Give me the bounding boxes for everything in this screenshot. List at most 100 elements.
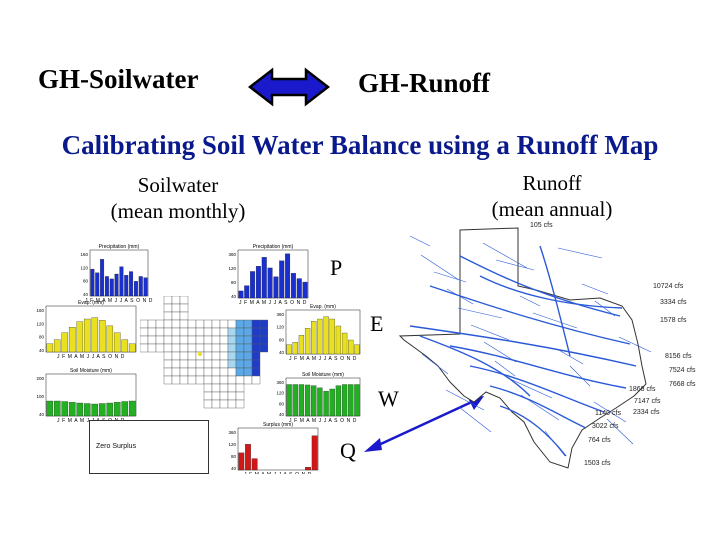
right-soil-chart-bar xyxy=(354,384,360,417)
right-evap-chart-bar xyxy=(292,342,298,355)
runoff-station-label: 764 cfs xyxy=(588,437,611,444)
soilwater-label-line1: Soilwater xyxy=(137,173,219,197)
river-tributary xyxy=(581,283,609,295)
right-precip-chart-bar xyxy=(302,281,308,299)
river xyxy=(499,405,567,457)
river xyxy=(409,325,637,367)
grid-cell xyxy=(235,399,245,409)
left-evap-chart-months: J F M A M J J A S O N D xyxy=(57,354,125,360)
double-arrow-icon xyxy=(248,67,330,107)
right-precip-chart-months: J F M A M J J A S O N D xyxy=(239,300,307,306)
right-surplus-chart-title: Surplus (mm) xyxy=(263,422,293,428)
right-evap-chart-months: J F M A M J J A S O N D xyxy=(289,356,357,362)
left-evap-chart-title: Evap. (mm) xyxy=(78,300,104,306)
gridded-texas-map xyxy=(140,296,268,409)
left-soil-chart-bar xyxy=(76,402,84,417)
river-tributary xyxy=(569,365,591,387)
right-precip-chart-bar xyxy=(267,267,273,299)
left-precip-chart-bar xyxy=(100,259,105,297)
river-tributary xyxy=(470,324,510,341)
right-evap-chart-bar xyxy=(323,316,329,355)
right-precip-chart-bar xyxy=(296,278,302,299)
right-precip-chart-tick: 80 xyxy=(231,280,237,285)
right-evap-chart-bar xyxy=(317,318,323,355)
right-soil-chart-bar xyxy=(317,387,323,417)
right-surplus-chart-bar xyxy=(245,444,251,471)
right-evap-chart-bar xyxy=(335,325,342,355)
left-precip-chart-bar xyxy=(90,268,95,297)
river xyxy=(489,385,587,429)
left-evap-chart-tick: 160 xyxy=(36,308,44,313)
river-tributary xyxy=(556,348,584,365)
river-tributary xyxy=(520,394,560,421)
river-tributary xyxy=(532,312,578,329)
right-surplus-chart-months: J F M A M J J A S O N D xyxy=(244,472,312,474)
left-soil-chart-frame xyxy=(45,373,137,417)
river xyxy=(539,245,571,357)
right-evap-chart-bar xyxy=(341,332,348,355)
left-evap-chart-bar xyxy=(53,339,61,353)
right-evap-chart-tick: 360 xyxy=(276,312,284,317)
river-network xyxy=(409,235,652,457)
runoff-station-label: 1140 cfs xyxy=(595,410,621,417)
river-tributary xyxy=(420,254,460,281)
right-evap-chart-bar xyxy=(329,318,335,355)
right-soil-chart-tick: 40 xyxy=(279,412,285,417)
left-precip-chart-bar xyxy=(114,273,119,297)
left-evap-chart-tick: 120 xyxy=(36,321,44,326)
left-evap-chart-bar xyxy=(128,343,136,353)
left-evap-chart-bar xyxy=(98,320,106,353)
right-evap-chart-tick: 40 xyxy=(279,350,285,355)
left-soil-chart-bar xyxy=(61,401,69,417)
variable-p: P xyxy=(330,255,343,280)
right-model-title: GH-Runoff xyxy=(358,68,491,98)
grid-marker xyxy=(198,352,202,356)
texas-runoff-map xyxy=(398,227,652,469)
right-precip-chart-bar xyxy=(244,285,250,299)
river-tributary xyxy=(618,336,652,353)
runoff-station-label: 3334 cfs xyxy=(660,299,687,306)
river-tributary xyxy=(482,242,528,269)
river xyxy=(459,255,621,317)
left-precip-chart-months: J F M A M J J A S O N D xyxy=(85,298,153,304)
left-soil-chart-bar xyxy=(106,402,114,417)
right-precip-chart-tick: 120 xyxy=(228,266,236,271)
left-evap-chart-bar xyxy=(113,332,121,353)
variable-w: W xyxy=(378,386,399,411)
right-evap-chart-bar xyxy=(304,328,311,355)
right-soil-chart-bar xyxy=(292,384,298,417)
river xyxy=(429,285,631,345)
right-surplus-chart-bar xyxy=(238,452,245,471)
left-soil-chart-bar xyxy=(113,402,121,417)
river xyxy=(449,345,627,389)
left-evap-chart-bar xyxy=(91,317,99,353)
grid-cell xyxy=(259,343,268,353)
right-surplus-chart-bar xyxy=(305,466,311,471)
right-evap-chart-bar xyxy=(311,321,317,355)
runoff-station-label: 8156 cfs xyxy=(665,353,692,360)
right-evap-chart-tick: 120 xyxy=(276,325,284,330)
left-precip-chart-bar xyxy=(119,266,124,297)
right-evap-chart-bar xyxy=(354,344,360,355)
river-tributary xyxy=(483,341,517,363)
right-soil-chart-months: J F M A M J J A S O N D xyxy=(289,418,357,424)
left-precip-chart-bar xyxy=(138,276,143,297)
runoff-station-label: 105 cfs xyxy=(530,222,553,229)
left-precip-chart-bar xyxy=(133,281,138,297)
left-evap-chart-tick: 40 xyxy=(39,348,45,353)
river-tributary xyxy=(593,401,627,423)
river-tributary xyxy=(446,288,474,305)
right-precip-chart-bar xyxy=(261,257,267,299)
left-soil-chart-tick: 100 xyxy=(36,394,44,399)
right-evap-chart-bar xyxy=(286,344,292,355)
runoff-station-label: 10724 cfs xyxy=(653,283,684,290)
river-tributary xyxy=(457,307,503,319)
left-evap-chart-tick: 80 xyxy=(39,335,45,340)
river xyxy=(469,365,605,413)
river xyxy=(479,275,623,309)
